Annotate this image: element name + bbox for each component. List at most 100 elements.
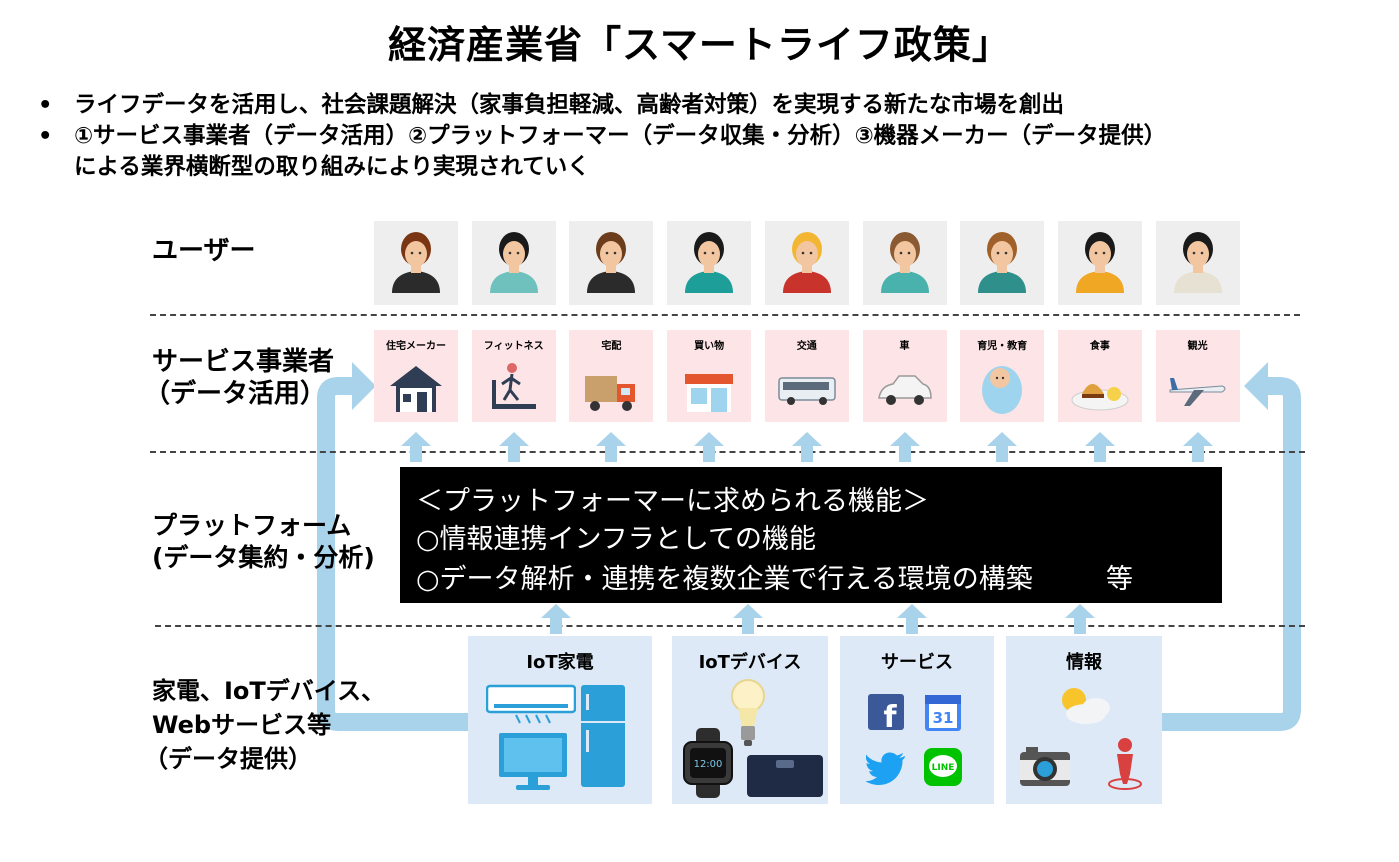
platform-suffix: 等 <box>1106 564 1133 595</box>
device-box-title: 情報 <box>1066 652 1102 673</box>
bullet-marker: • <box>38 92 53 118</box>
service-tile: 車 <box>862 330 947 422</box>
service-up-arrow <box>1182 432 1213 462</box>
row-label-users: ユーザー <box>152 235 255 267</box>
row-label-devices-text-2: Webサービス等 <box>152 711 332 739</box>
weather-icon <box>1062 688 1110 724</box>
air-conditioner-icon <box>486 684 576 724</box>
page-title: 経済産業省「スマートライフ政策」 <box>388 23 1011 67</box>
smart-bulb-icon <box>731 679 765 746</box>
device-box-title: IoTデバイス <box>698 652 802 673</box>
line-icon: LINE <box>924 748 962 786</box>
device-box-title: IoT家電 <box>526 652 594 673</box>
house-icon <box>390 366 442 412</box>
svg-text:f: f <box>883 700 897 730</box>
platform-item: ○データ解析・連携を複数企業で行える環境の構築 <box>416 564 1033 595</box>
woman-bob-avatar-icon <box>1075 232 1124 293</box>
row-label-platform: プラットフォーム (データ集約・分析) <box>152 510 375 574</box>
device-box-iot-devices: IoTデバイス 12:00 <box>672 636 828 804</box>
service-tile-label: 宅配 <box>601 341 622 352</box>
service-up-arrow <box>596 432 627 462</box>
row-label-platform-sub: (データ集約・分析) <box>152 543 375 572</box>
bullet-text: ①サービス事業者（データ活用）②プラットフォーマー（データ収集・分析）③機器メー… <box>74 123 1167 149</box>
airplane-icon <box>1169 378 1226 406</box>
bullet-list: • ライフデータを活用し、社会課題解決（家事負担軽減、高齢者対策）を実現する新た… <box>34 90 1394 183</box>
service-tile: 住宅メーカー <box>374 330 458 422</box>
user-tile <box>667 221 752 305</box>
svg-text:12:00: 12:00 <box>694 759 723 770</box>
device-up-arrow <box>1065 604 1095 634</box>
platform-functions-box: ＜プラットフォーマーに求められる機能＞ ○情報連携インフラとしての機能 ○データ… <box>400 467 1222 603</box>
smart-scale-icon <box>747 755 823 797</box>
left-flow-arrow <box>317 377 470 731</box>
user-tile <box>374 221 458 305</box>
platform-item: ○情報連携インフラとしての機能 <box>416 524 816 555</box>
device-box-services: サービス f 31 LINE <box>840 636 994 804</box>
user-tile <box>569 221 654 305</box>
service-tile-label: 交通 <box>796 341 817 352</box>
treadmill-icon <box>491 363 536 409</box>
bullet-text-continued: による業界横断型の取り組みにより実現されていく <box>74 154 590 180</box>
user-tile <box>471 221 556 305</box>
service-tile-label: 住宅メーカー <box>386 341 446 352</box>
shop-icon <box>685 374 734 412</box>
service-up-arrow <box>791 432 822 462</box>
twitter-icon <box>866 752 905 785</box>
right-arrowhead <box>1244 362 1268 410</box>
user-tile <box>960 221 1045 305</box>
service-tile-label: フィットネス <box>483 341 544 352</box>
device-up-arrow <box>733 604 763 634</box>
service-up-arrow <box>694 432 725 462</box>
service-tile-label: 食事 <box>1089 341 1110 352</box>
separator-users-services <box>150 314 1300 316</box>
location-pin-icon <box>1108 738 1142 790</box>
service-tile-label: 買い物 <box>694 341 725 352</box>
smartwatch-icon: 12:00 <box>683 728 733 798</box>
meal-icon <box>1071 384 1129 411</box>
device-box-information: 情報 <box>1006 636 1162 804</box>
bullet-marker: • <box>38 123 53 149</box>
service-tile: 交通 <box>764 330 849 422</box>
service-tile-label: 観光 <box>1187 341 1208 352</box>
woman-dark-hair-avatar-icon <box>685 232 734 293</box>
line-app-text: LINE <box>932 763 955 773</box>
man-mustache-avatar-icon <box>1173 232 1222 293</box>
service-tile: フィットネス <box>471 330 556 422</box>
right-flow-arrow <box>1162 377 1301 731</box>
row-label-services: サービス事業者 （データ活用） <box>144 346 335 410</box>
monitor-icon <box>499 733 567 790</box>
delivery-truck-icon <box>585 376 636 411</box>
row-label-devices: 家電、IoTデバイス、 Webサービス等 （データ提供） <box>144 674 386 776</box>
camera-icon <box>1020 747 1070 786</box>
device-up-arrow <box>541 604 571 634</box>
user-tile <box>1057 221 1142 305</box>
device-up-arrow <box>897 604 927 634</box>
bullet-text: ライフデータを活用し、社会課題解決（家事負担軽減、高齢者対策）を実現する新たな市… <box>74 92 1065 118</box>
calendar-icon: 31 <box>925 695 961 731</box>
service-up-arrow <box>889 432 920 462</box>
row-label-services-text: サービス事業者 <box>152 347 335 377</box>
row-label-services-sub: （データ活用） <box>144 379 327 409</box>
service-tile-label: 車 <box>899 341 910 352</box>
woman-long-hair-avatar-icon <box>392 232 440 293</box>
device-box-iot-appliances: IoT家電 <box>468 636 652 804</box>
calendar-day-text: 31 <box>933 709 954 727</box>
baby-icon <box>982 366 1023 414</box>
user-tile <box>1155 221 1240 305</box>
bearded-man-avatar-icon <box>587 232 636 293</box>
service-tile: 観光 <box>1155 330 1240 422</box>
service-tile: 買い物 <box>667 330 752 422</box>
man-overalls-avatar-icon <box>489 232 538 293</box>
bullet-item: • ①サービス事業者（データ活用）②プラットフォーマー（データ収集・分析）③機器… <box>34 121 1394 183</box>
facebook-icon: f <box>868 694 904 730</box>
platform-heading: ＜プラットフォーマーに求められる機能＞ <box>416 486 929 517</box>
service-up-arrow <box>987 432 1018 462</box>
row-label-users-text: ユーザー <box>152 236 256 266</box>
service-tile: 宅配 <box>569 330 654 422</box>
bus-icon <box>778 377 836 405</box>
row-label-devices-text: 家電、IoTデバイス、 <box>152 677 386 705</box>
separator-platform-devices <box>155 625 1305 627</box>
service-tile: 食事 <box>1057 330 1142 422</box>
woman-teal-avatar-icon <box>880 232 929 293</box>
